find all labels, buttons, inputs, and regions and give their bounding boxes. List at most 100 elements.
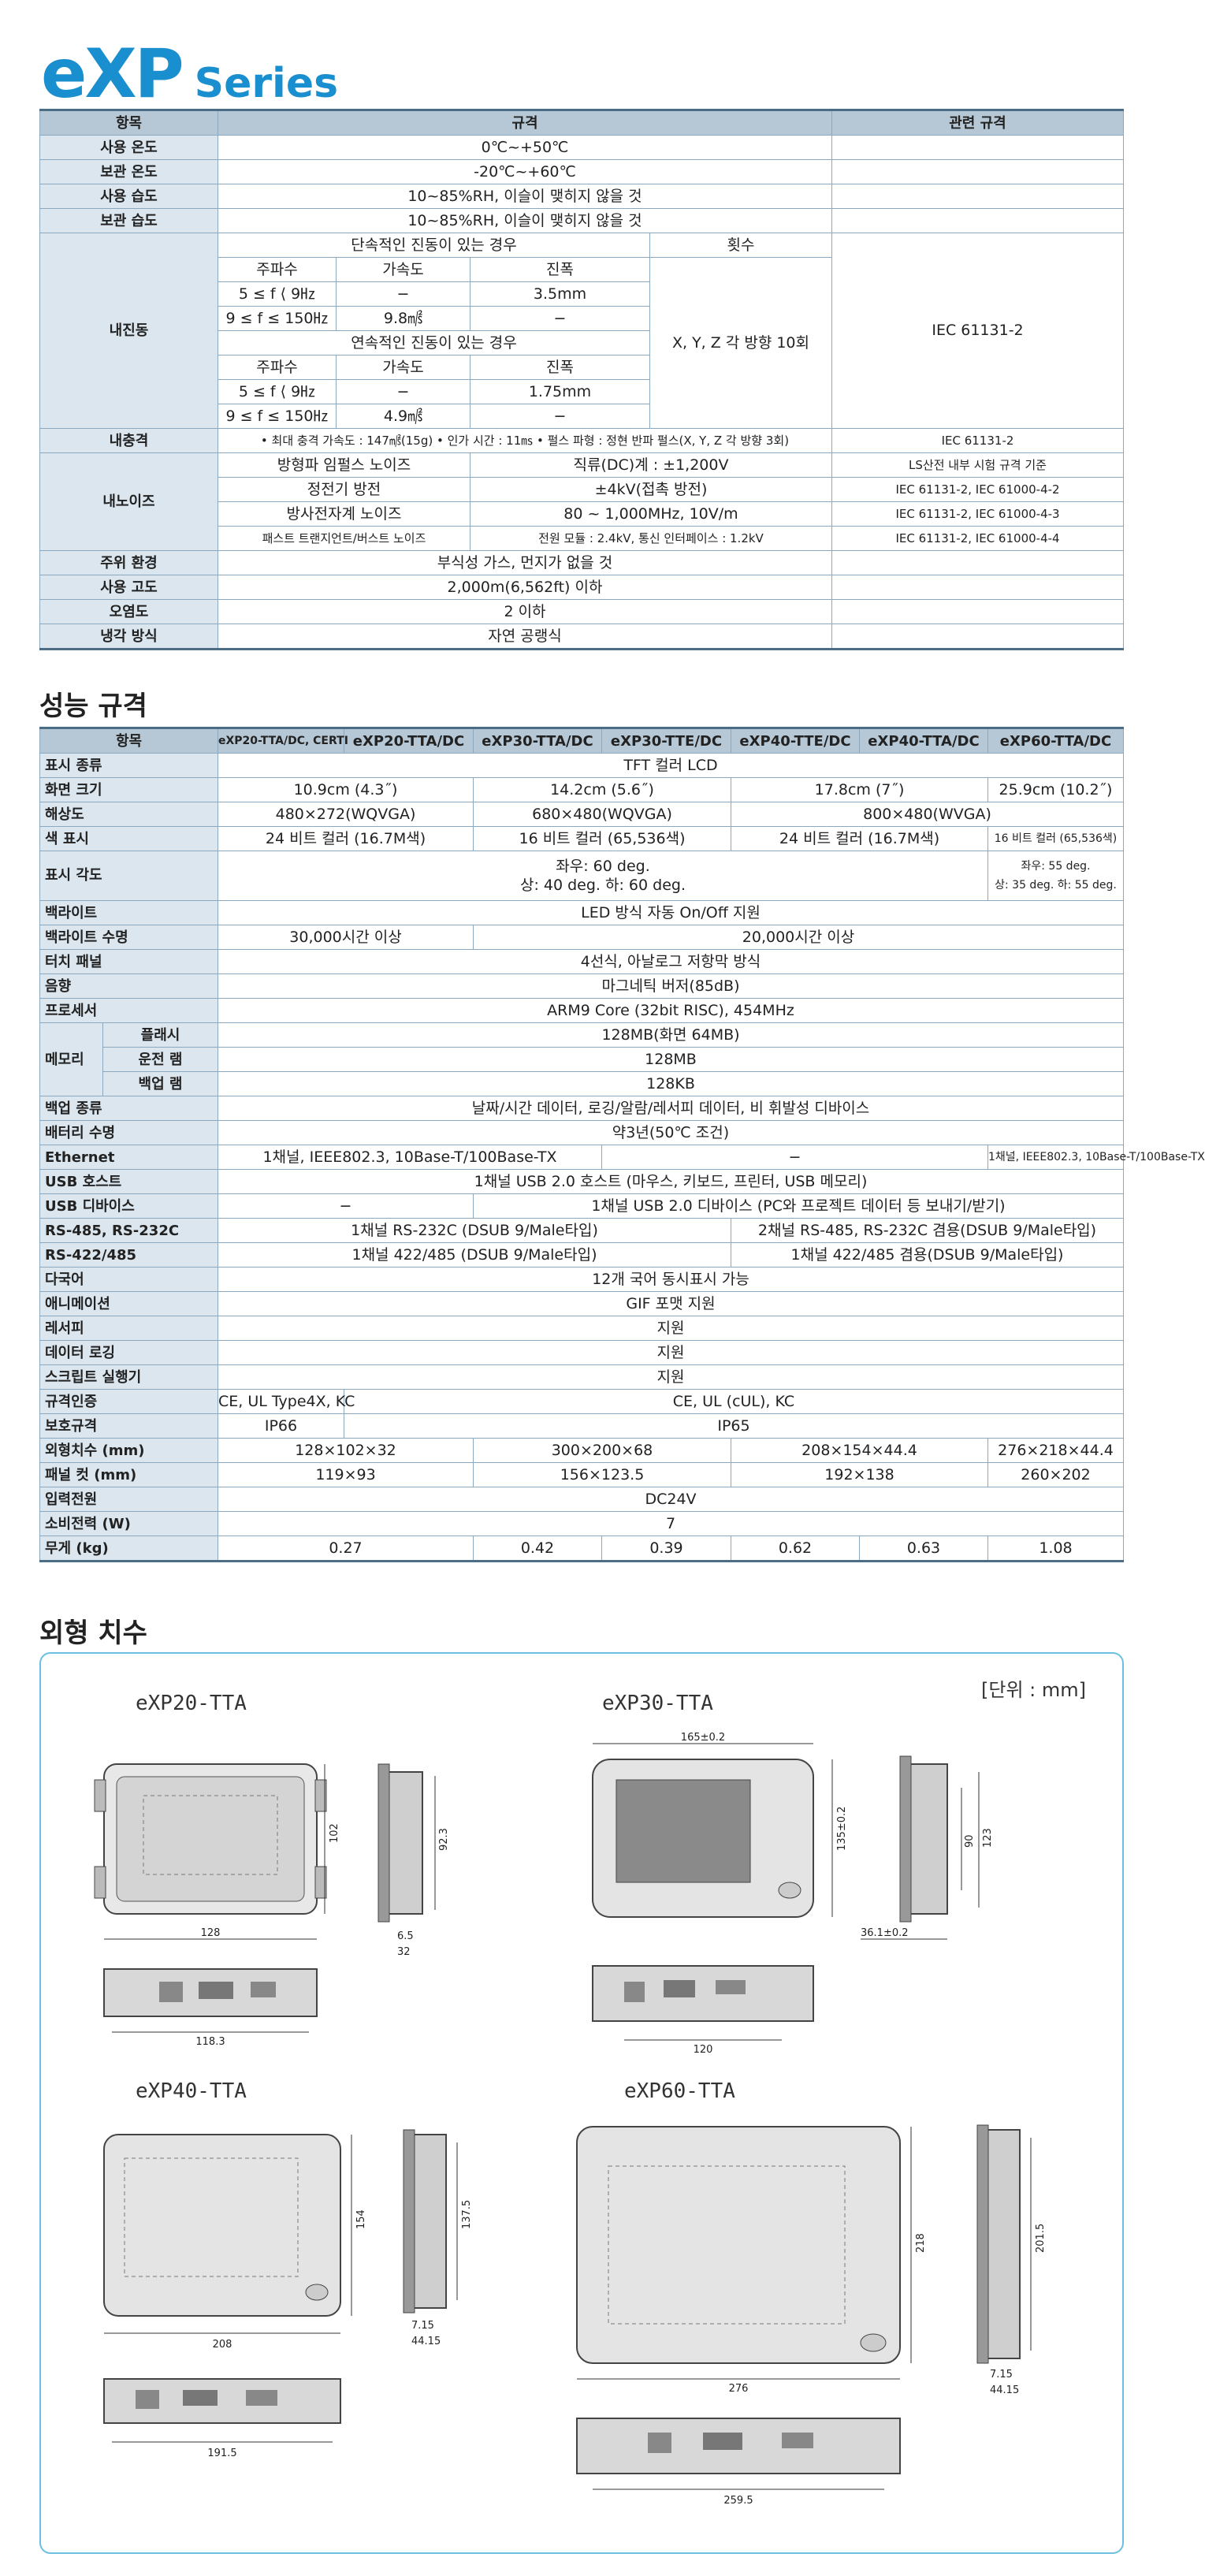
row-label: 해상도 xyxy=(39,802,218,827)
cell: CE, UL Type4X, KC xyxy=(218,1389,355,1414)
cell: CE, UL (cUL), KC xyxy=(344,1389,1124,1414)
table-row: 정전기 방전±4kV(접촉 방전)IEC 61131-2, IEC 61000-… xyxy=(40,477,1124,502)
model-name: eXP30-TTA xyxy=(602,1692,713,1715)
row-label: 소비전력 (W) xyxy=(39,1511,218,1536)
row-label: 오염도 xyxy=(39,599,218,624)
table-row: 내진동 단속적인 진동이 있는 경우 횟수 IEC 61131-2 xyxy=(39,233,1124,429)
cell: 9 ≤ f ≤ 150㎐ xyxy=(218,306,337,331)
row-label: 화면 크기 xyxy=(39,777,218,802)
cell: 80 ~ 1,000MHz, 10V/m xyxy=(470,501,832,527)
dim-label: 123 xyxy=(982,1828,994,1848)
cell: 0.39 xyxy=(601,1536,731,1562)
col-header: 항목 xyxy=(39,110,218,136)
dim-label: 154 xyxy=(355,2209,367,2229)
exp30-drawing: 165±0.2 135±0.2 90 123 36.1±0.2 120 xyxy=(592,1732,994,2056)
cell: -20℃~+60℃ xyxy=(218,159,832,184)
cell: 1채널, IEEE802.3, 10Base-T/100Base-TX xyxy=(987,1145,1205,1170)
cell: 14.2cm (5.6˝) xyxy=(473,777,731,802)
cell: 10.9cm (4.3˝) xyxy=(218,777,474,802)
cell: 208×154×44.4 xyxy=(731,1438,988,1463)
row-label: 배터리 수명 xyxy=(39,1120,218,1145)
cell: 17.8cm (7˝) xyxy=(731,777,988,802)
cell: 800×480(WVGA) xyxy=(731,802,1124,827)
cell: 1채널 RS-232C (DSUB 9/Male타입) xyxy=(218,1218,731,1243)
col-header: eXP20-TTA/DC, CERTI xyxy=(218,728,348,754)
table-row: USB 디바이스−1채널 USB 2.0 디바이스 (PC와 프로젝트 데이터 … xyxy=(39,1193,1124,1219)
cell: 지원 xyxy=(218,1340,1124,1365)
cell: 방형파 임펄스 노이즈 xyxy=(218,452,470,478)
cell: 128MB(화면 64MB) xyxy=(218,1022,1124,1048)
row-label: 표시 종류 xyxy=(39,753,218,778)
cell: 9 ≤ f ≤ 150㎐ xyxy=(218,404,337,429)
cell: 20,000시간 이상 xyxy=(473,925,1124,950)
row-label: 표시 각도 xyxy=(39,851,218,901)
cell: 좌우: 60 deg.상: 40 deg. 하: 60 deg. xyxy=(218,851,988,901)
cell: ARM9 Core (32bit RISC), 454MHz xyxy=(218,998,1124,1023)
cell: 1채널 USB 2.0 디바이스 (PC와 프로젝트 데이터 등 보내기/받기) xyxy=(473,1193,1124,1219)
cell: 2채널 RS-485, RS-232C 겸용(DSUB 9/Male타입) xyxy=(731,1218,1124,1243)
cell: 12개 국어 동시표시 가능 xyxy=(218,1267,1124,1292)
cell: 횟수 xyxy=(649,233,832,258)
row-label: RS-485, RS-232C xyxy=(39,1218,218,1243)
dims-section-title: 외형 치수 xyxy=(39,1617,147,1649)
series-title-sub: Series xyxy=(194,60,339,107)
row-label: 백업 종류 xyxy=(39,1096,218,1121)
col-header: eXP40-TTE/DC xyxy=(731,728,860,754)
cell: − xyxy=(470,404,650,429)
cell: 9.8㎨ xyxy=(336,306,470,331)
model-name: eXP60-TTA xyxy=(624,2079,735,2103)
dim-label: 7.15 xyxy=(990,2369,1013,2381)
row-label: 스크립트 실행기 xyxy=(39,1364,218,1390)
cell: 좌우: 55 deg.상: 35 deg. 하: 55 deg. xyxy=(987,851,1124,901)
dim-label: 218 xyxy=(915,2233,927,2253)
cell: 10~85%RH, 이슬이 맺히지 않을 것 xyxy=(218,208,832,233)
row-label: 보관 습도 xyxy=(39,208,218,233)
cell: 1채널 USB 2.0 호스트 (마우스, 키보드, 프린터, USB 메모리) xyxy=(218,1169,1124,1194)
cell: 10~85%RH, 이슬이 맺히지 않을 것 xyxy=(218,184,832,209)
cell xyxy=(831,208,1124,233)
dim-label: 44.15 xyxy=(990,2384,1019,2396)
cell: 276×218×44.4 xyxy=(987,1438,1124,1463)
cell: 전원 모듈 : 2.4kV, 통신 인터페이스 : 1.2kV xyxy=(470,526,832,551)
cell: ±4kV(접촉 방전) xyxy=(470,477,832,502)
cell: GIF 포맷 지원 xyxy=(218,1291,1124,1316)
table-header-row: 항목 eXP20-TTA/DC, CERTI eXP20-TTA/DC eXP3… xyxy=(39,728,1124,754)
row-label: 레서피 xyxy=(39,1316,218,1341)
row-label: 패널 컷 (mm) xyxy=(39,1462,218,1487)
cell: 4선식, 아날로그 저항막 방식 xyxy=(218,949,1124,974)
row-label: 백라이트 xyxy=(39,900,218,925)
row-label: USB 디바이스 xyxy=(39,1193,218,1219)
cell: − xyxy=(336,281,470,307)
row-label: 무게 (kg) xyxy=(39,1536,218,1562)
cell: X, Y, Z 각 방향 10회 xyxy=(649,257,832,429)
cell: 0.27 xyxy=(218,1536,474,1562)
cell: 128×102×32 xyxy=(218,1438,474,1463)
perf-section-title: 성능 규격 xyxy=(39,691,147,722)
cell: 부식성 가스, 먼지가 없을 것 xyxy=(218,550,832,575)
cell: 가속도 xyxy=(336,257,470,282)
cell: 128KB xyxy=(218,1071,1124,1096)
